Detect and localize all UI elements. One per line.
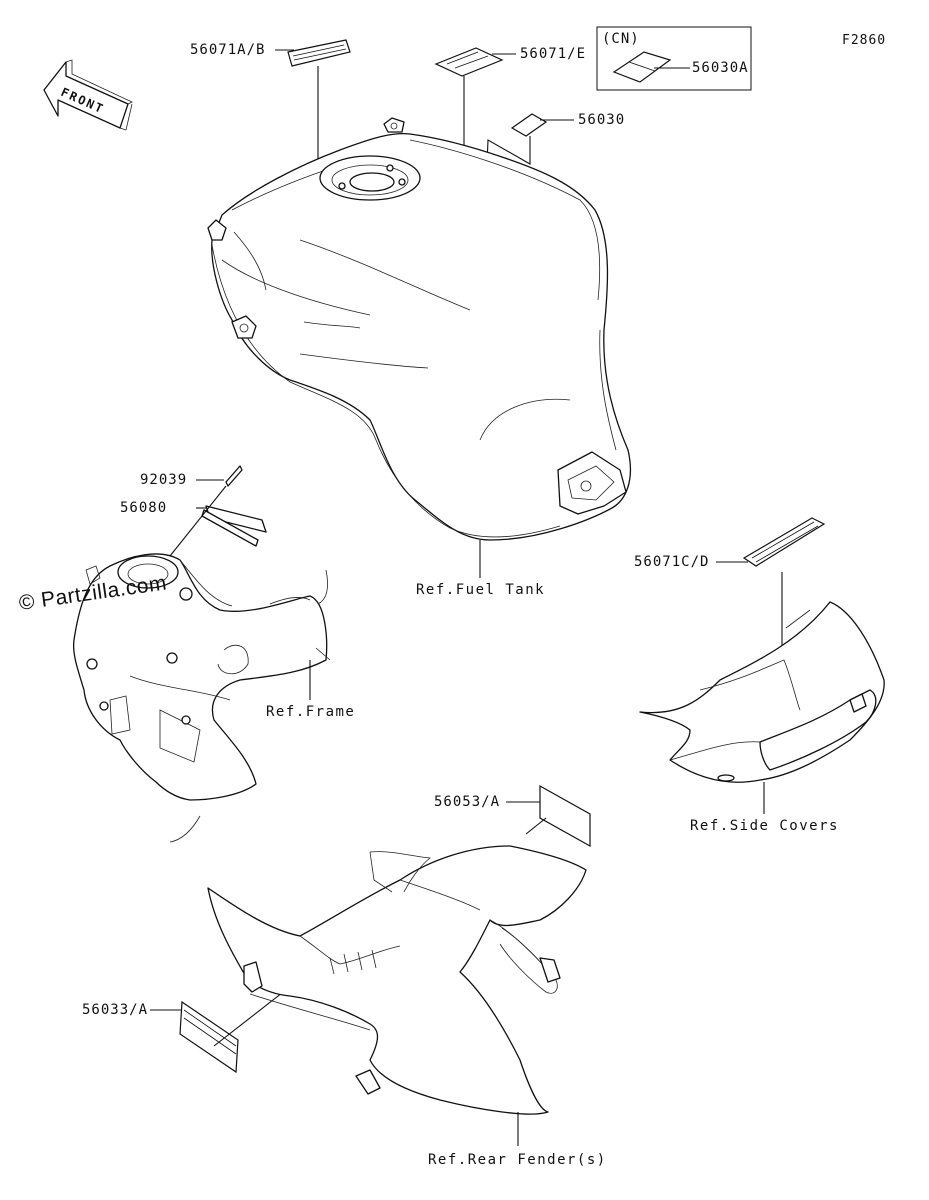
decal-56030[interactable] <box>510 113 548 137</box>
clip-92039[interactable] <box>225 465 243 487</box>
cn-region-label: (CN) <box>602 31 640 47</box>
ref-label-fuel-tank: Ref.Fuel Tank <box>416 582 545 598</box>
part-label-56033a: 56033/A <box>82 1002 148 1018</box>
fuel-tank-illustration <box>207 117 632 541</box>
front-arrow-icon: FRONT <box>43 59 133 131</box>
part-label-92039: 92039 <box>140 472 187 488</box>
frame-illustration <box>72 553 331 843</box>
part-label-56071cd: 56071C/D <box>634 554 709 570</box>
decal-56071ab[interactable] <box>287 39 351 67</box>
ref-label-rear-fender: Ref.Rear Fender(s) <box>428 1152 607 1168</box>
side-covers-illustration <box>639 601 885 783</box>
decal-56053a[interactable] <box>539 784 591 848</box>
decal-56071cd[interactable] <box>742 517 826 567</box>
ref-label-frame: Ref.Frame <box>266 704 355 720</box>
band-56080[interactable] <box>201 505 267 547</box>
part-label-56030: 56030 <box>578 112 625 128</box>
cn-region-box: (CN) <box>596 26 752 91</box>
diagram-code: F2860 <box>842 33 886 48</box>
part-label-56053a: 56053/A <box>434 794 500 810</box>
decal-56033a[interactable] <box>179 1000 239 1074</box>
ref-label-side-covers: Ref.Side Covers <box>690 818 839 834</box>
part-label-56030a: 56030A <box>692 60 749 76</box>
part-label-56071e: 56071/E <box>520 46 586 62</box>
part-label-56080: 56080 <box>120 500 167 516</box>
decal-56071e[interactable] <box>434 47 504 77</box>
part-label-56071ab: 56071A/B <box>190 42 265 58</box>
rear-fender-illustration <box>207 845 587 1115</box>
decal-56030a[interactable] <box>612 51 672 83</box>
